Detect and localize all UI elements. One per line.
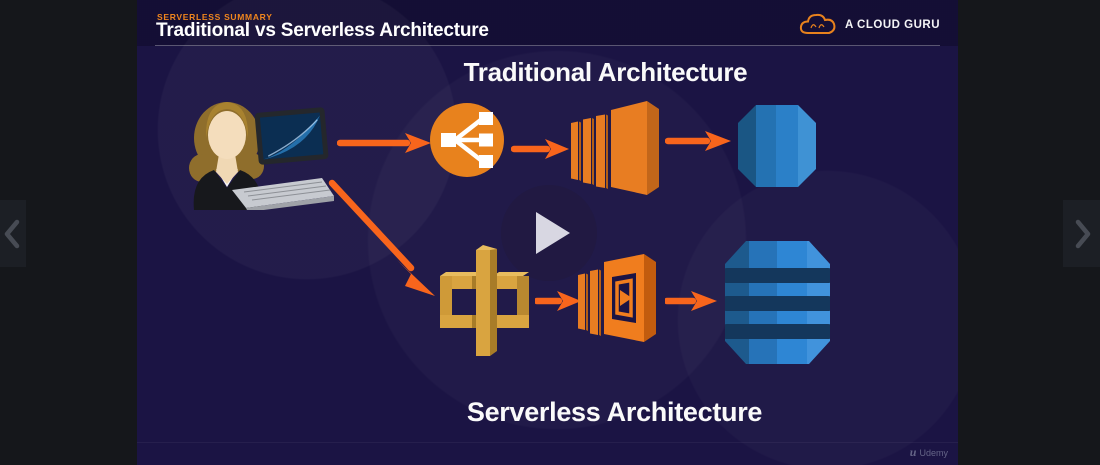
arrow-elb-to-ec2 [510,138,571,165]
rds-database-icon [736,103,818,194]
lambda-icon [577,250,663,353]
traditional-heading: Traditional Architecture [463,57,748,87]
arrow-ec2-to-rds [664,130,733,157]
play-icon [536,212,570,254]
elastic-load-balancer-icon [429,102,505,183]
brand-logo: A CLOUD GURU [798,12,940,38]
ec2-icon [569,96,661,203]
slide-canvas[interactable]: SERVERLESS SUMMARY Traditional vs Server… [137,0,958,465]
slide-title: Traditional vs Serverless Architecture [156,20,489,41]
udemy-logo-icon: u [909,445,917,459]
serverless-heading: Serverless Architecture [466,397,763,427]
chevron-right-icon [1075,219,1090,248]
arrow-user-to-elb [336,132,433,159]
next-slide-button[interactable] [1063,200,1100,267]
arrow-gateway-to-lambda [533,290,583,317]
chevron-left-icon [4,219,20,248]
watermark: u Udemy [910,445,948,460]
cloud-logo-icon [799,13,836,34]
brand-name: A CLOUD GURU [844,19,940,31]
api-gateway-icon [436,242,533,367]
dynamodb-icon [719,237,836,373]
header-divider [155,45,940,46]
watermark-text: Udemy [919,447,948,458]
user-with-laptop-icon [172,92,337,215]
previous-slide-button[interactable] [0,200,26,267]
arrow-lambda-to-dynamodb [663,290,719,317]
play-button[interactable] [501,185,597,281]
footer-divider [137,442,958,443]
slide-eyebrow: SERVERLESS SUMMARY [157,12,273,22]
arrow-user-to-api-gateway [327,178,443,307]
